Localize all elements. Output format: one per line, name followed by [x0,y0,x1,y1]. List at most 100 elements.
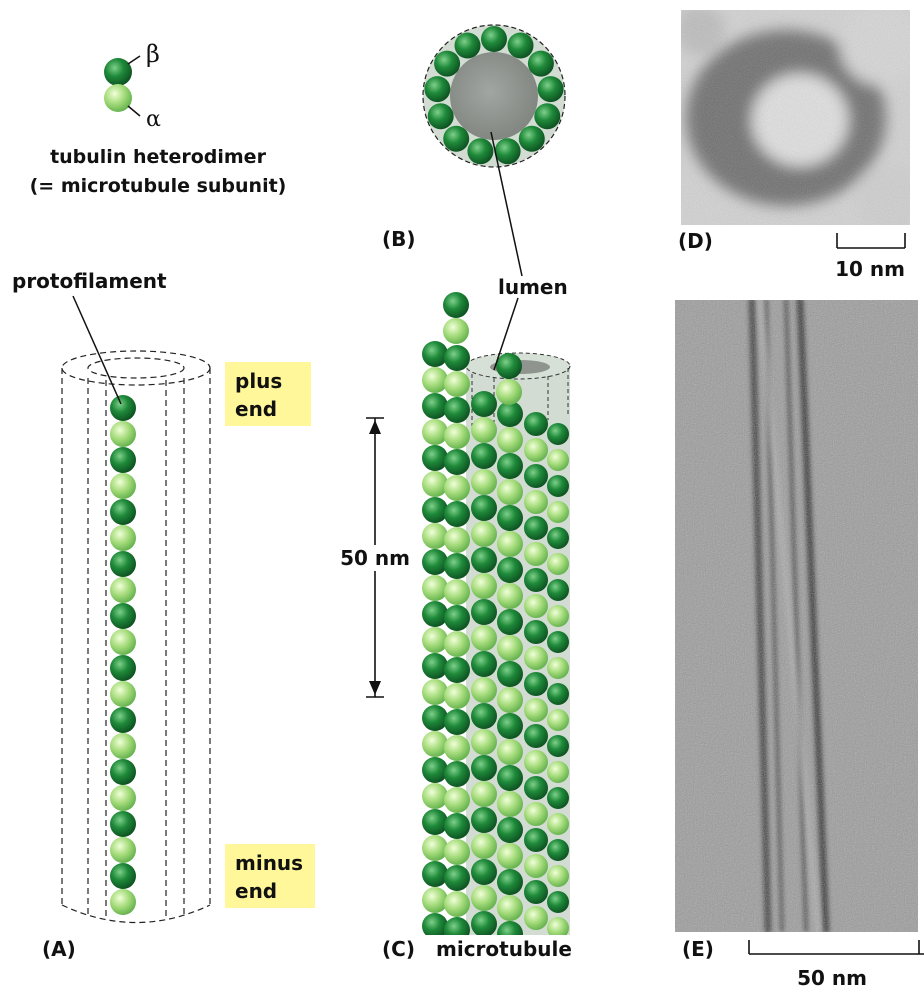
beta-tubulin-subunit [524,776,548,800]
alpha-tubulin-subunit [110,733,136,759]
scale-bar-50nm [749,940,924,954]
tubulin-subunit [534,103,560,129]
alpha-tubulin-subunit [444,371,470,397]
scale-label-c: 50 nm [340,546,410,570]
alpha-tubulin-subunit [110,681,136,707]
beta-tubulin-subunit [444,813,470,839]
beta-tubulin-subunit [547,527,569,549]
beta-tubulin-subunit [524,672,548,696]
alpha-tubulin-subunit [444,475,470,501]
beta-tubulin-subunit [110,759,136,785]
alpha-tubulin-subunit [471,573,497,599]
alpha-tubulin-subunit [110,577,136,603]
beta-tubulin-subunit [524,568,548,592]
beta-tubulin-subunit [497,609,523,635]
alpha-tubulin-subunit [444,527,470,553]
tubulin-subunit [481,26,507,52]
alpha-tubulin-subunit [471,677,497,703]
beta-tubulin-subunit [444,865,470,891]
beta-tubulin-subunit [422,601,448,627]
beta-tubulin-subunit [110,499,136,525]
tubulin-subunit [443,126,469,152]
tubulin-heterodimer-legend: β α tubulin heterodimer (= microtubule s… [30,40,287,197]
beta-tubulin-subunit [497,661,523,687]
beta-tubulin-subunit [110,447,136,473]
beta-tubulin-subunit [110,707,136,733]
alpha-tubulin-subunit [471,781,497,807]
tubulin-subunit [467,138,493,164]
beta-tubulin-subunit [497,869,523,895]
alpha-tubulin-subunit [444,787,470,813]
beta-tubulin-subunit [444,553,470,579]
beta-tubulin-subunit [497,713,523,739]
alpha-tubulin-subunit [110,629,136,655]
scale-label-e: 50 nm [797,966,867,990]
alpha-tubulin-subunit [497,843,523,869]
alpha-tubulin-subunit [524,906,548,930]
tubulin-subunit [538,76,564,102]
beta-tubulin-subunit [524,620,548,644]
alpha-tubulin-subunit [422,783,448,809]
alpha-tubulin-subunit [422,419,448,445]
alpha-tubulin-subunit [547,813,569,835]
alpha-leader-line [128,106,140,116]
beta-tubulin-subunit [471,755,497,781]
alpha-tubulin-subunit [497,687,523,713]
panel-c-microtubule: lumen 50 nm (C) microtubule [333,132,572,961]
beta-tubulin-subunit [422,497,448,523]
alpha-tubulin-subunit [524,698,548,722]
beta-tubulin-subunit [547,891,569,913]
panel-d-em-cross-section: 10 nm (D) [675,5,924,281]
beta-tubulin-subunit [547,683,569,705]
alpha-tubulin-subunit [524,490,548,514]
beta-tubulin-subunit [497,817,523,843]
beta-tubulin-subunit [422,705,448,731]
beta-tubulin-subunit [444,345,470,371]
beta-tubulin-subunit [422,549,448,575]
panel-b-cross-section: (B) [382,25,565,251]
lumen-disc [450,52,538,140]
alpha-tubulin-subunit [444,683,470,709]
alpha-tubulin-subunit [110,421,136,447]
beta-tubulin-subunit [104,58,132,86]
beta-tubulin-subunit [110,551,136,577]
alpha-tubulin-subunit [497,583,523,609]
panel-a-label: (A) [42,937,76,961]
alpha-tubulin-subunit [524,594,548,618]
beta-tubulin-subunit [444,501,470,527]
alpha-tubulin-subunit [422,471,448,497]
beta-tubulin-subunit [547,579,569,601]
protofilament-strand [110,395,136,915]
protofilament-label: protofilament [12,269,167,293]
alpha-tubulin-subunit [422,367,448,393]
tubulin-subunit [455,33,481,59]
alpha-tubulin-subunit [497,791,523,817]
beta-tubulin-subunit [524,724,548,748]
alpha-tubulin-subunit [547,709,569,731]
legend-caption-line1: tubulin heterodimer [50,146,267,168]
beta-tubulin-subunit [497,453,523,479]
beta-tubulin-subunit [496,353,522,379]
beta-tubulin-subunit [497,557,523,583]
tubulin-subunit [424,76,450,102]
beta-tubulin-subunit [471,391,497,417]
beta-tubulin-subunit [471,495,497,521]
beta-tubulin-subunit [422,913,448,939]
beta-tubulin-subunit [444,397,470,423]
alpha-tubulin-subunit [524,438,548,462]
alpha-tubulin-subunit [524,750,548,774]
alpha-tubulin-subunit [497,531,523,557]
panel-c-label: (C) [382,937,415,961]
beta-tubulin-subunit [471,443,497,469]
lumen-label: lumen [498,275,568,299]
alpha-tubulin-subunit [524,542,548,566]
alpha-tubulin-subunit [471,521,497,547]
beta-tubulin-subunit [547,735,569,757]
panel-d-label: (D) [678,229,713,253]
beta-tubulin-subunit [110,863,136,889]
alpha-tubulin-subunit [422,523,448,549]
beta-tubulin-subunit [497,765,523,791]
beta-tubulin-subunit [471,651,497,677]
beta-tubulin-subunit [471,703,497,729]
